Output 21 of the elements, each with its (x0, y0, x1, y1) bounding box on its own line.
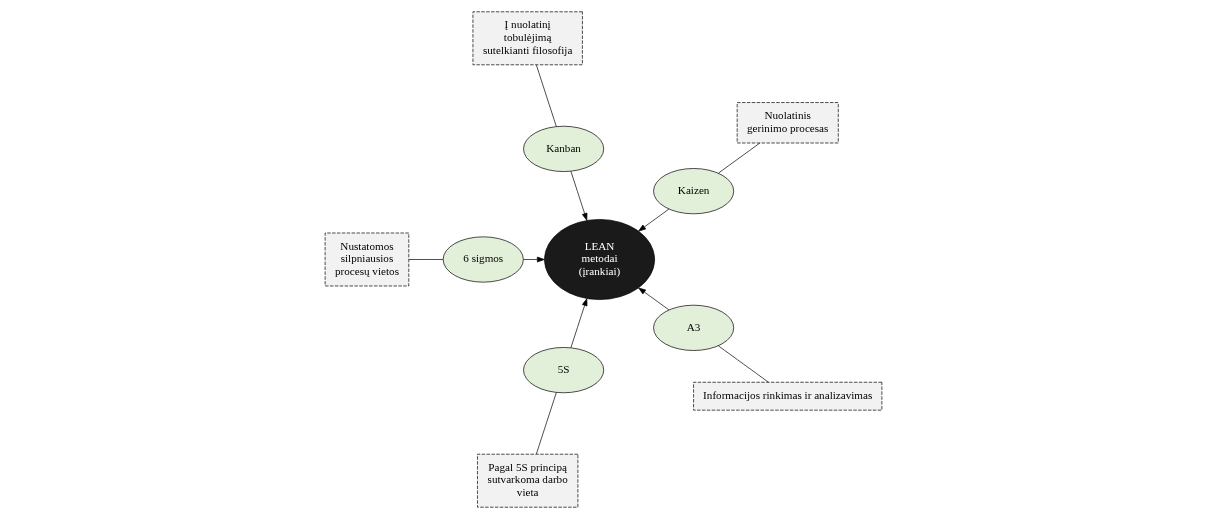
node-ellipse: LEAN metodai (įrankiai) (544, 218, 655, 300)
node-ellipse: Kaizen (653, 167, 735, 214)
connector (536, 391, 557, 454)
node-box: Nuolatinis gerinimo procesas (736, 101, 839, 143)
arrow (523, 256, 545, 262)
node-box: Į nuolatinį tobulėjimą sutelkianti filosofija (472, 10, 583, 65)
node-ellipse: Kanban (523, 125, 605, 172)
node-ellipse: A3 (653, 304, 735, 351)
node-box: Nustatomos silpniausios procesų vietos (324, 232, 410, 286)
node-box: Pagal 5S principą sutvarkoma darbo vieta (477, 453, 579, 508)
arrow (638, 208, 670, 231)
arrow (570, 297, 588, 348)
node-ellipse: 6 sigmos (442, 236, 524, 282)
connector (718, 345, 769, 383)
arrow (638, 287, 670, 310)
node-ellipse: 5S (523, 346, 605, 393)
arrow (570, 170, 588, 221)
connector (408, 258, 444, 260)
connector (718, 142, 761, 173)
node-box: Informacijos rinkimas ir analizavimas (693, 381, 883, 410)
connector (536, 64, 557, 127)
